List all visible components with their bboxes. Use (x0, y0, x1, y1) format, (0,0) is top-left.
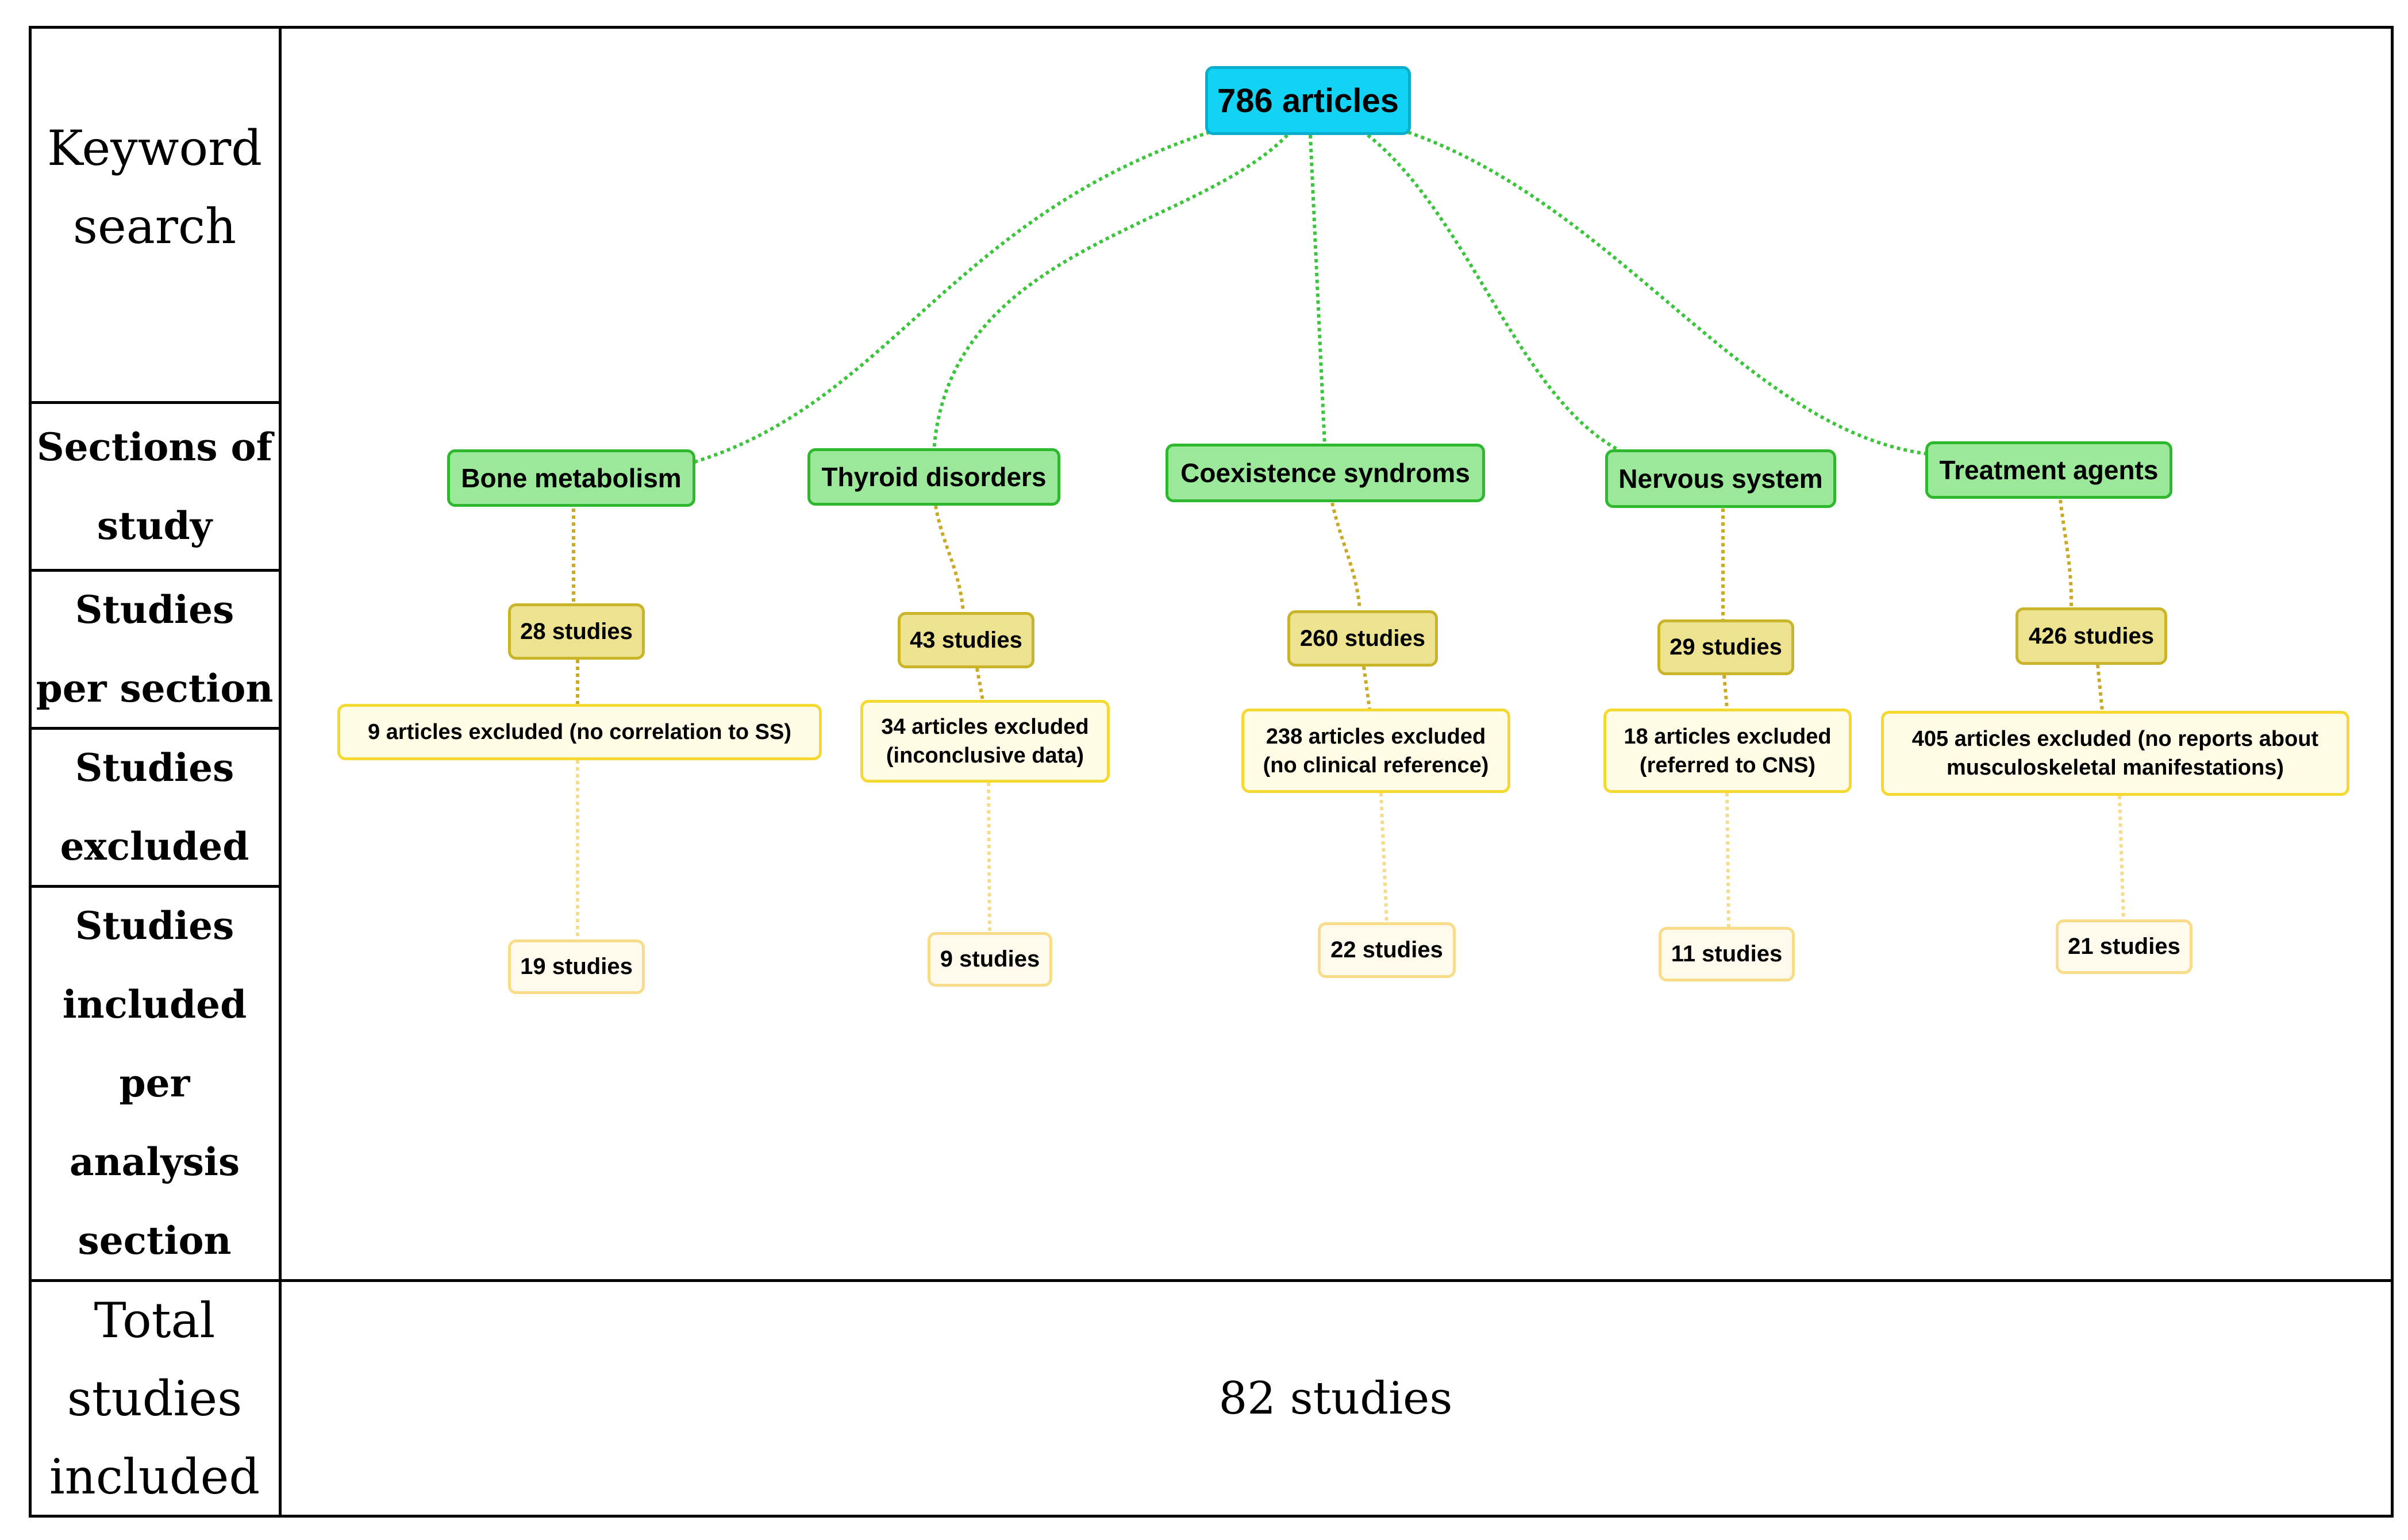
row-label-studies-included: Studies included per analysis section (29, 888, 280, 1279)
row-divider (29, 569, 280, 572)
row-label-line: Studies (75, 903, 234, 948)
row-label-line: Sections of (37, 424, 272, 469)
link-root-bone (692, 130, 1210, 464)
studies-count-treatment: 426 studies (2015, 607, 2167, 665)
root-node: 786 articles (1205, 66, 1411, 135)
table-border-left (29, 26, 32, 1518)
row-label-total-studies: Total studies included (29, 1282, 280, 1515)
total-studies-value: 82 studies (1218, 1373, 1453, 1424)
included-thyroid: 9 studies (928, 932, 1052, 987)
included-coexist: 22 studies (1318, 922, 1456, 978)
studies-count-coexist: 260 studies (1287, 610, 1438, 667)
table-border-bottom (29, 1515, 2394, 1518)
section-thyroid-disorders: Thyroid disorders (807, 448, 1060, 506)
excluded-text: musculoskeletal manifestations) (1946, 756, 2284, 780)
excluded-text: 238 articles excluded (1265, 724, 1486, 749)
row-label-line: analysis (69, 1139, 240, 1184)
table-border-right (2391, 26, 2394, 1518)
link-count-excluded (1362, 666, 1371, 709)
excluded-coexist: 238 articles excluded (no clinical refer… (1241, 709, 1510, 793)
studies-count-thyroid: 43 studies (898, 612, 1034, 668)
excluded-text: (referred to CNS) (1639, 753, 1816, 777)
section-coexistence-syndroms: Coexistence syndroms (1165, 444, 1485, 502)
excluded-treatment: 405 articles excluded (no reports about … (1881, 711, 2349, 796)
link-excluded-included (1379, 792, 1388, 923)
studies-count-nervous: 29 studies (1657, 619, 1794, 675)
row-label-line: included (62, 982, 247, 1027)
row-label-sections-of-study: Sections of study (29, 404, 280, 569)
link-section-count (1330, 502, 1361, 610)
row-label-line: studies (67, 1370, 243, 1427)
row-label-line: search (72, 198, 237, 255)
row-divider-total (29, 1279, 2394, 1282)
link-count-excluded (975, 668, 984, 700)
link-excluded-included (1725, 792, 1730, 927)
row-label-line: excluded (60, 824, 249, 869)
row-label-line: per (119, 1061, 190, 1106)
excluded-text: 405 articles excluded (no reports about (1911, 727, 2319, 751)
section-treatment-agents: Treatment agents (1925, 441, 2172, 499)
studies-count-bone: 28 studies (508, 603, 645, 660)
row-label-line: included (49, 1448, 260, 1505)
row-divider (29, 401, 280, 404)
row-label-line: Studies (75, 745, 234, 790)
row-label-line: Keyword (47, 120, 263, 176)
excluded-text: (no clinical reference) (1263, 753, 1489, 777)
row-label-studies-excluded: Studies excluded (29, 730, 280, 885)
row-label-line: study (97, 503, 213, 548)
link-section-count (934, 505, 965, 613)
row-label-studies-per-section: Studies per section (29, 572, 280, 727)
excluded-thyroid: 34 articles excluded (inconclusive data) (860, 700, 1110, 783)
link-root-coexist (1309, 134, 1326, 446)
row-label-line: Studies (75, 587, 234, 632)
link-root-thyroid (932, 133, 1289, 452)
included-bone: 19 studies (508, 940, 645, 994)
row-label-line: Total (94, 1292, 216, 1349)
included-treatment: 21 studies (2056, 919, 2192, 974)
row-divider (29, 727, 280, 730)
link-section-count (2059, 499, 2074, 607)
excluded-text: 18 articles excluded (1624, 724, 1832, 749)
link-excluded-included (987, 782, 991, 933)
excluded-nervous: 18 articles excluded (referred to CNS) (1603, 709, 1852, 793)
row-label-line: per section (36, 666, 274, 711)
table-border-top (29, 26, 2394, 29)
row-label-keyword-search: Keyword search (29, 109, 280, 276)
excluded-text: 34 articles excluded (881, 715, 1089, 739)
link-count-excluded (1722, 675, 1729, 709)
column-divider (279, 26, 282, 1518)
excluded-text: 9 articles excluded (no correlation to S… (368, 720, 791, 744)
row-label-line: section (78, 1218, 232, 1263)
link-count-excluded (2096, 664, 2104, 711)
excluded-text: (inconclusive data) (886, 744, 1084, 768)
link-root-treatment (1407, 130, 1929, 456)
section-nervous-system: Nervous system (1605, 449, 1836, 508)
link-root-nervous (1367, 133, 1622, 453)
excluded-bone: 9 articles excluded (no correlation to S… (337, 704, 822, 760)
section-bone-metabolism: Bone metabolism (447, 449, 695, 507)
included-nervous: 11 studies (1659, 927, 1795, 981)
link-excluded-included (2118, 795, 2125, 920)
row-divider (29, 885, 280, 888)
